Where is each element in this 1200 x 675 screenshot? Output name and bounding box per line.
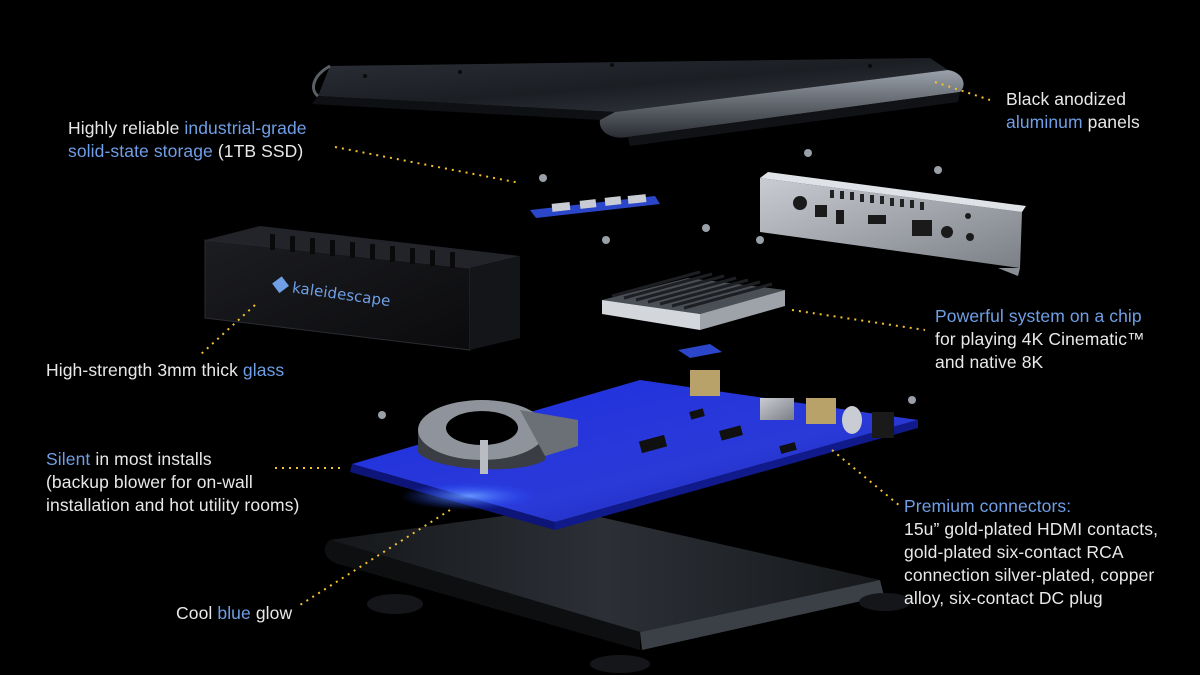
callout-glass-text: High-strength 3mm thick: [46, 360, 243, 380]
capacitor: [842, 406, 862, 434]
dc-plug: [872, 412, 894, 438]
bottom-aluminum-panel: [324, 508, 911, 673]
small-chip: [678, 344, 722, 358]
callout-soc: Powerful system on a chip for playing 4K…: [935, 305, 1145, 374]
callout-silent-highlight: Silent: [46, 449, 91, 469]
ssd-module: [530, 194, 660, 218]
callout-connectors-line4: connection silver-plated, copper: [904, 565, 1155, 585]
kaleidescape-cube-icon: [272, 276, 289, 294]
rear-io-plate: [760, 172, 1026, 276]
callout-glow-highlight: blue: [217, 603, 251, 623]
rca-connector: [806, 398, 836, 424]
callout-panels-line1: Black anodized: [1006, 89, 1127, 109]
callout-connectors: Premium connectors: 15u” gold-plated HDM…: [904, 495, 1158, 610]
leader-storage: [334, 146, 521, 184]
blower-fan: [418, 400, 578, 474]
callout-panels-highlight: aluminum: [1006, 112, 1083, 132]
leader-soc: [791, 309, 926, 331]
hdmi-connector: [760, 398, 794, 420]
callout-silent-line3: installation and hot utility rooms): [46, 495, 300, 515]
callout-glow-text2: glow: [250, 603, 293, 623]
connector-block-gold: [690, 370, 720, 396]
glass-front-panel: [204, 226, 520, 351]
leader-panels: [934, 81, 991, 101]
callout-silent-line2: (backup blower for on-wall: [46, 472, 253, 492]
callout-storage-line1: Highly reliable: [68, 118, 185, 138]
callout-storage-line2: (1TB SSD): [212, 141, 304, 161]
main-circuit-board: [350, 370, 918, 530]
callout-connectors-line5: alloy, six-contact DC plug: [904, 588, 1103, 608]
callout-soc-line2: for playing 4K Cinematic™: [935, 329, 1145, 349]
callout-storage-highlight2: solid-state storage: [68, 141, 213, 161]
callout-silent-line1: in most installs: [90, 449, 212, 469]
top-aluminum-panel: [312, 58, 964, 146]
callout-glass-highlight: glass: [242, 360, 285, 380]
callout-connectors-highlight: Premium connectors:: [904, 496, 1072, 516]
leader-glow: [299, 509, 451, 606]
callout-soc-highlight: Powerful system on a chip: [935, 306, 1142, 326]
callout-panels: Black anodized aluminum panels: [1006, 88, 1140, 134]
callout-storage-highlight1: industrial-grade: [184, 118, 307, 138]
callout-glass: High-strength 3mm thick glass: [46, 359, 284, 382]
callout-connectors-line2: 15u” gold-plated HDMI contacts,: [904, 519, 1159, 539]
leader-lines: [199, 81, 991, 606]
callout-silent: Silent in most installs (backup blower f…: [46, 448, 299, 517]
soc-heatsink: [602, 270, 785, 330]
callout-storage: Highly reliable industrial-grade solid-s…: [68, 117, 307, 163]
screws: [378, 149, 942, 419]
callout-glow-text1: Cool: [176, 603, 218, 623]
callout-panels-line2: panels: [1082, 112, 1140, 132]
callout-soc-line3: and native 8K: [935, 352, 1044, 372]
callout-connectors-line3: gold-plated six-contact RCA: [904, 542, 1124, 562]
leader-connectors: [831, 449, 901, 507]
callout-glow: Cool blue glow: [176, 602, 292, 625]
